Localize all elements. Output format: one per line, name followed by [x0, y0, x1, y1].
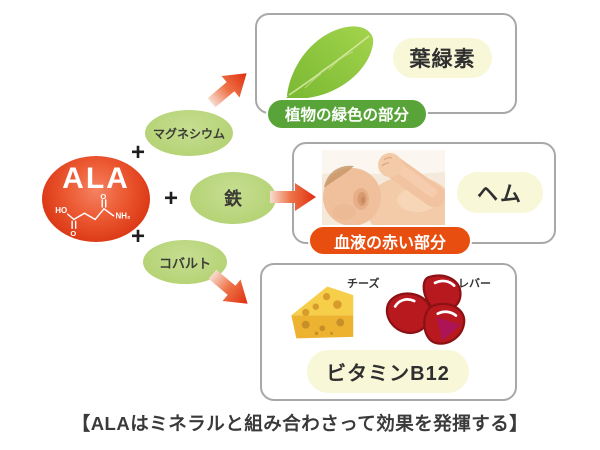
mineral-cobalt-label: コバルト [158, 255, 211, 271]
mineral-iron-label: 鉄 [224, 189, 242, 209]
ho-label: HO [55, 206, 67, 215]
cheese-illustration [291, 286, 354, 339]
tag-blood-red-part: 血液の赤い部分 [308, 225, 472, 256]
liver-label: レバー [458, 278, 491, 290]
plus-sign-cobalt: + [131, 223, 146, 250]
mineral-magnesium: マグネシウム [145, 110, 233, 156]
product-chlorophyll-label: 葉緑素 [409, 48, 476, 71]
tag-blood-red-part-label: 血液の赤い部分 [333, 234, 446, 252]
plus-sign-magnesium: + [131, 139, 146, 166]
mineral-magnesium-label: マグネシウム [152, 126, 225, 141]
arrow-to-chlorophyll-icon [207, 73, 247, 108]
result-box-chlorophyll: 葉緑素 植物の緑色の部分 [255, 13, 517, 130]
product-heme-label: ヘム [477, 182, 523, 206]
arrow-to-b12-icon [208, 269, 248, 304]
tag-plant-green-part-label: 植物の緑色の部分 [284, 107, 409, 124]
leaf-illustration [280, 26, 374, 105]
product-pill-heme: ヘム [457, 172, 543, 213]
plus-sign-iron: + [164, 185, 179, 212]
cheese-label: チーズ [347, 278, 380, 290]
mineral-cobalt: コバルト [143, 240, 227, 284]
liver-illustration [385, 274, 466, 345]
caption: 【ALAはミネラルと組み合わさって効果を発揮する】 [71, 413, 529, 434]
ala-ellipse: ALA HO O O NH₂ [42, 156, 150, 242]
product-vitamin-b12-label: ビタミンB12 [326, 363, 450, 385]
tag-plant-green-part: 植物の緑色の部分 [266, 98, 428, 130]
ala-label: ALA [62, 162, 130, 195]
arrow-to-heme-icon [270, 183, 316, 211]
product-pill-vitamin-b12: ビタミンB12 [307, 350, 469, 393]
mineral-iron: 鉄 [190, 172, 276, 224]
nh2-label: NH₂ [115, 212, 130, 221]
o-acid-label: O [70, 229, 76, 238]
product-pill-chlorophyll: 葉緑素 [393, 38, 492, 78]
result-box-heme: ヘム 血液の赤い部分 [292, 142, 556, 256]
o-ketone-label: O [100, 192, 106, 201]
result-box-vitamin-b12: チーズ レバー ビタミンB12 [260, 263, 517, 401]
baby-photo [322, 150, 445, 227]
ala-chemical-structure-icon: HO O O NH₂ [55, 192, 131, 238]
